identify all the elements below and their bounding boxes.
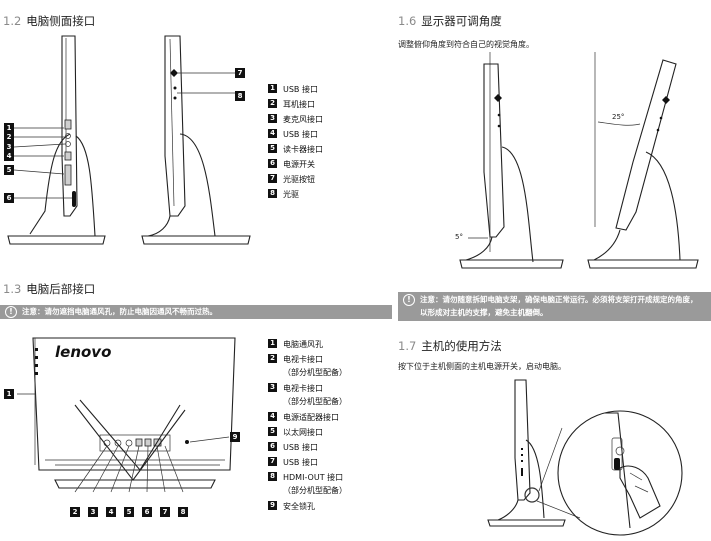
warning-banner-vents: ! 注意：请勿遮挡电脑通风孔，防止电脑因通风不畅而过热。 (0, 305, 392, 319)
section-title: 主机的使用方法 (421, 339, 502, 353)
callout-5: 5 (124, 507, 134, 517)
section-1-6-heading: 1.6 显示器可调角度 (398, 13, 502, 29)
section-title: 显示器可调角度 (421, 14, 502, 28)
legend-note: （部分机型配备） (283, 368, 347, 377)
legend-badge: 2 (268, 99, 277, 108)
legend-badge: 2 (268, 354, 277, 363)
legend-badge: 4 (268, 412, 277, 421)
tilt-angle-illustration (459, 52, 699, 269)
section-title: 电脑侧面接口 (26, 14, 96, 28)
legend-badge: 1 (268, 339, 277, 348)
callout-5: 5 (4, 165, 14, 175)
legend-badge: 3 (268, 114, 277, 123)
legend-badge: 9 (268, 501, 277, 510)
legend-badge: 3 (268, 383, 277, 392)
rear-view-illustration (17, 337, 236, 493)
section-1-7-heading: 1.7 主机的使用方法 (398, 338, 502, 354)
callout-7: 7 (235, 68, 245, 78)
legend-badge: 7 (268, 457, 277, 466)
legend-badge: 7 (268, 174, 277, 183)
legend-badge: 5 (268, 144, 277, 153)
section-number: 1.3 (3, 282, 22, 296)
legend-badge: 6 (268, 442, 277, 451)
side-view-illustration-left (7, 35, 106, 245)
legend-note: （部分机型配备） (283, 397, 347, 406)
section-1-2-heading: 1.2 电脑侧面接口 (3, 13, 95, 29)
callout-8: 8 (235, 91, 245, 101)
legend-note: （部分机型配备） (283, 486, 347, 495)
lenovo-logo: lenovo (55, 343, 112, 361)
callout-2: 2 (70, 507, 80, 517)
warning-icon: ! (403, 294, 415, 306)
callout-2: 2 (4, 132, 14, 142)
callout-7: 7 (160, 507, 170, 517)
section-1-6-text: 调整俯仰角度到符合自己的视觉角度。 (398, 40, 534, 49)
section-number: 1.2 (3, 14, 22, 28)
section-1-3-heading: 1.3 电脑后部接口 (3, 281, 95, 297)
callout-4: 4 (4, 151, 14, 161)
legend-badge: 8 (268, 189, 277, 198)
callout-4: 4 (106, 507, 116, 517)
angle-label-25: 25° (612, 113, 625, 121)
warning-banner-stand: ! 注意：请勿随意拆卸电脑支架，确保电脑正常运行。必须将支架打开成规定的角度， … (398, 292, 711, 321)
callout-8: 8 (178, 507, 188, 517)
legend-badge: 6 (268, 159, 277, 168)
callout-1: 1 (4, 123, 14, 133)
section-title: 电脑后部接口 (26, 282, 96, 296)
legend-badge: 1 (268, 84, 277, 93)
warning-text-line-1: 注意：请勿随意拆卸电脑支架，确保电脑正常运行。必须将支架打开成规定的角度， (420, 295, 698, 304)
legend-badge: 5 (268, 427, 277, 436)
section-number: 1.6 (398, 14, 417, 28)
angle-label-5: 5° (455, 233, 463, 241)
callout-9: 9 (230, 432, 240, 442)
warning-icon: ! (5, 306, 17, 318)
power-button-illustration (487, 379, 683, 536)
section-1-7-text: 按下位于主机侧面的主机电源开关，启动电脑。 (398, 362, 566, 371)
callout-1: 1 (4, 389, 14, 399)
callout-3: 3 (88, 507, 98, 517)
side-view-illustration-right (141, 35, 251, 245)
callout-3: 3 (4, 142, 14, 152)
callout-6: 6 (4, 193, 14, 203)
warning-text: 注意：请勿遮挡电脑通风孔，防止电脑因通风不畅而过热。 (22, 307, 217, 316)
legend-badge: 4 (268, 129, 277, 138)
legend-badge: 8 (268, 472, 277, 481)
callout-6: 6 (142, 507, 152, 517)
section-number: 1.7 (398, 339, 417, 353)
warning-text-line-2: 以形成对主机的支撑，避免主机翻倒。 (420, 308, 548, 317)
